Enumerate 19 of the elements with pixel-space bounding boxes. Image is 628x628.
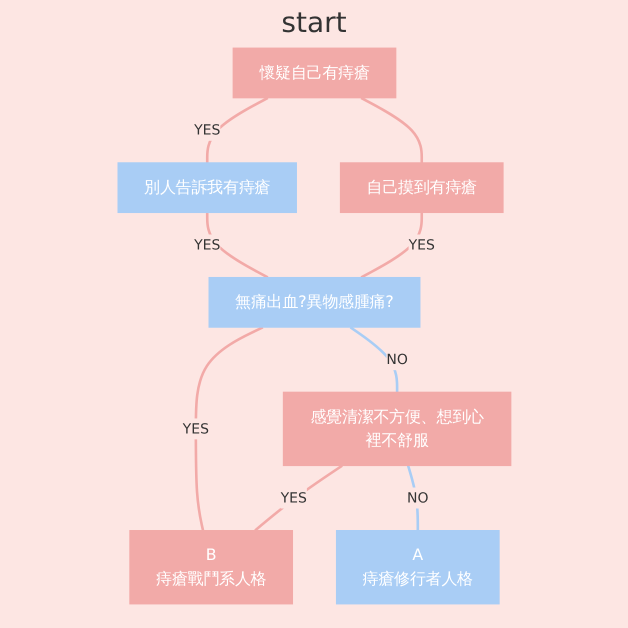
edge-label: YES	[408, 236, 434, 253]
edge-label: YES	[194, 236, 220, 253]
edge-label: NO	[386, 350, 408, 368]
connector	[254, 464, 342, 532]
title: start	[281, 6, 347, 39]
node-box: B 痔瘡戰鬥系人格	[128, 530, 293, 604]
edge-label: YES	[194, 122, 220, 138]
node-box: 別人告訴我有痔瘡	[117, 162, 297, 214]
edge-label: YES	[280, 489, 307, 506]
edge-label: NO	[406, 489, 428, 506]
connector	[360, 96, 423, 163]
connector	[194, 326, 264, 531]
node-box: 感覺清潔不方便、想到心裡不舒服	[282, 392, 511, 466]
node-box: 自己摸到有痔瘡	[339, 162, 504, 214]
node-box: 懷疑自己有痔瘡	[232, 48, 396, 98]
connector	[349, 326, 398, 392]
node-box: 無痛出血?異物感腫痛?	[208, 276, 420, 328]
node-box: A 痔瘡修行者人格	[336, 530, 500, 604]
edge-label: YES	[182, 420, 209, 437]
